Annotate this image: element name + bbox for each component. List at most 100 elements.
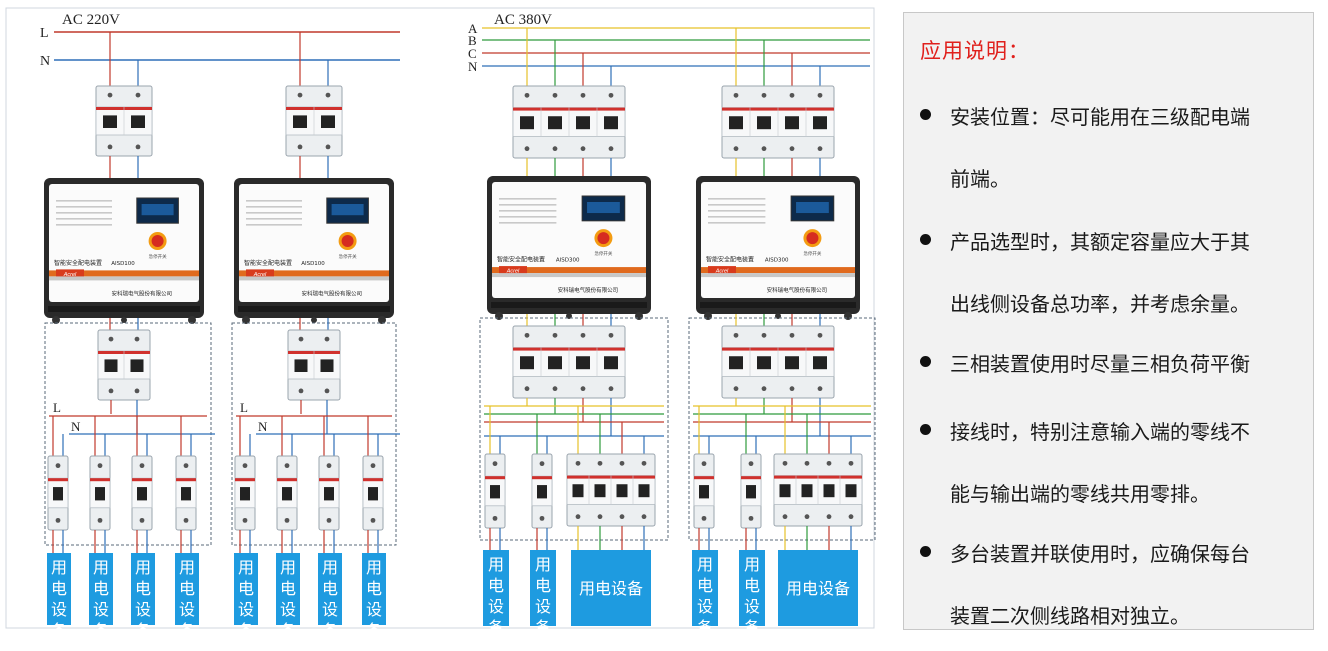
load-device-label: 设: [744, 597, 760, 616]
load-device-box: [89, 553, 113, 625]
breaker-handle: [324, 487, 334, 501]
terminal-screw-icon: [539, 461, 545, 467]
spec-line: [246, 218, 302, 220]
breaker-handle: [368, 487, 378, 501]
load-device-label: 备: [179, 621, 195, 640]
emergency-stop-icon: [806, 232, 819, 245]
knob-label: 急停开关: [594, 250, 612, 257]
load-device-label: 电: [744, 576, 760, 595]
load-device-label: 用: [135, 558, 151, 577]
load-device-label: 用: [697, 555, 713, 574]
brand-badge: [499, 266, 527, 275]
note-line: 产品选型时，其额定容量应大于其: [950, 230, 1250, 254]
breaker-red-band: [90, 478, 110, 482]
load-device-label: 电: [322, 579, 338, 598]
load-device-label: 电: [697, 576, 713, 595]
spec-line: [56, 212, 112, 214]
output-dashed-frame: [688, 317, 876, 541]
branch-breaker-1p: [89, 455, 111, 531]
branch-breaker-1p: [362, 455, 384, 531]
spec-line: [56, 218, 112, 220]
terminal-screw-icon: [826, 514, 832, 520]
terminal-screw-icon: [817, 146, 823, 152]
terminal-screw-icon: [580, 92, 586, 98]
load-device-label: 设: [93, 600, 109, 619]
breaker-red-band: [694, 476, 714, 480]
load-device-label: 备: [322, 621, 338, 640]
product-name: 智能安全配电装置: [244, 259, 292, 267]
load-device-label: 电: [280, 579, 296, 598]
load-device-label: 设: [697, 597, 713, 616]
breaker-red-band: [363, 478, 383, 482]
load-device-label: 用: [488, 555, 504, 574]
load-device-box: [362, 553, 386, 625]
terminal-screw-icon: [782, 460, 788, 466]
terminal-screw-icon: [524, 332, 530, 338]
grey-stripe: [49, 276, 199, 281]
brand-stripe: [701, 267, 855, 274]
lcd-display: [796, 202, 829, 214]
terminal-screw-icon: [761, 92, 767, 98]
main-breaker-2p: [285, 85, 343, 157]
branch-breaker-1p: [47, 455, 69, 531]
supply-line-label: N: [40, 54, 50, 69]
breaker-handle: [576, 116, 590, 130]
terminal-screw-icon: [782, 514, 788, 520]
terminal-screw-icon: [552, 92, 558, 98]
load-device-label: 用: [51, 558, 67, 577]
load-device-box: [318, 553, 342, 625]
terminal-screw-icon: [298, 336, 304, 342]
load-device-label: 用电设备: [786, 579, 850, 598]
note-line: 三相装置使用时尽量三相负荷平衡: [950, 352, 1250, 376]
load-device-label: 设: [366, 600, 382, 619]
brand-logo: Acrel: [63, 272, 77, 278]
company-name: 安科瑞电气股份有限公司: [111, 290, 172, 298]
terminal-screw-icon: [324, 388, 330, 394]
brand-stripe: [239, 270, 389, 277]
load-device-label: 备: [238, 621, 254, 640]
terminal-screw-icon: [597, 514, 603, 520]
breaker-handle: [757, 116, 771, 130]
breaker-handle: [104, 359, 118, 372]
load-device-label: 设: [238, 600, 254, 619]
terminal-screw-icon: [284, 517, 290, 523]
supply-line-label: A: [468, 21, 478, 36]
terminal-screw-icon: [608, 386, 614, 392]
terminal-screw-icon: [107, 144, 113, 150]
terminal-screw-icon: [575, 514, 581, 520]
load-device-label: 电: [488, 576, 504, 595]
lcd-display: [141, 204, 174, 216]
branch-breaker-4p: [773, 453, 863, 527]
brand-badge: [708, 266, 736, 275]
brand-badge: [56, 269, 84, 278]
breaker-handle: [757, 356, 771, 370]
device-base: [491, 302, 647, 308]
emergency-stop-icon: [597, 232, 610, 245]
branch-live-label: L: [53, 400, 61, 415]
wheel-icon: [188, 316, 196, 324]
terminal-screw-icon: [789, 92, 795, 98]
terminal-screw-icon: [297, 144, 303, 150]
terminal-screw-icon: [524, 146, 530, 152]
load-device-label: 用电设备: [579, 579, 643, 598]
breaker-red-band: [132, 478, 152, 482]
note-line: 接线时，特别注意输入端的零线不: [950, 420, 1250, 444]
terminal-screw-icon: [580, 332, 586, 338]
breaker-handle: [604, 116, 618, 130]
product-name: 智能安全配电装置: [706, 256, 754, 264]
terminal-screw-icon: [552, 146, 558, 152]
spec-line: [499, 216, 557, 218]
terminal-screw-icon: [733, 386, 739, 392]
brand-stripe: [492, 267, 646, 274]
breaker-handle: [845, 484, 857, 498]
breaker-handle: [746, 485, 756, 499]
breaker-handle: [293, 115, 307, 128]
breaker-handle: [137, 487, 147, 501]
terminal-screw-icon: [641, 460, 647, 466]
spec-line: [499, 210, 557, 212]
terminal-screw-icon: [848, 460, 854, 466]
